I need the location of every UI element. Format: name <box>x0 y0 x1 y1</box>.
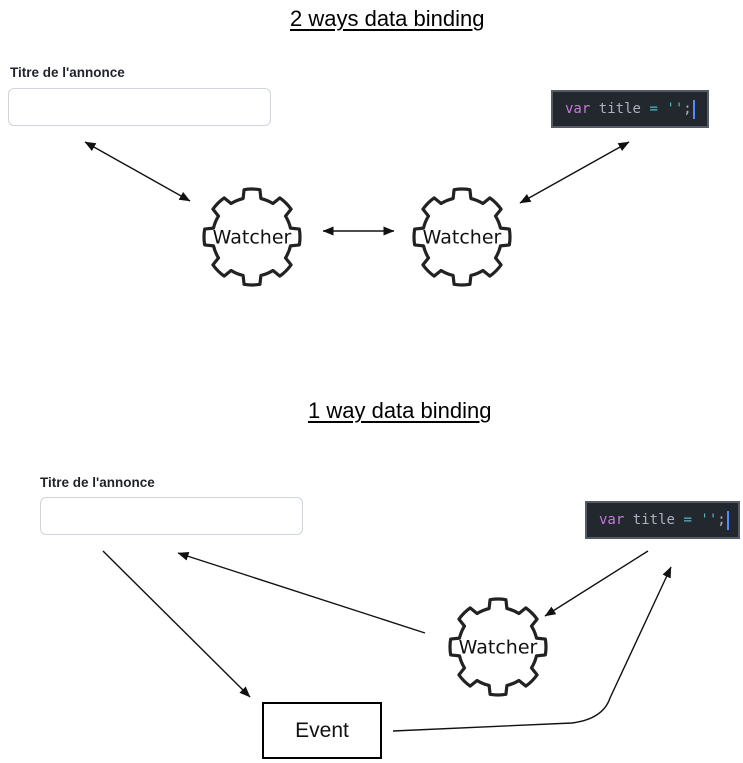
code-string: '' <box>700 512 718 528</box>
watcher-gear-left-icon: Watcher <box>202 187 302 287</box>
code-semicolon: ; <box>717 512 726 528</box>
code-semicolon: ; <box>683 101 692 117</box>
arrow-code-to-watcher <box>544 550 649 617</box>
watcher-gear-bottom-icon: Watcher <box>448 597 548 697</box>
section-title-one-way: 1 way data binding <box>308 398 492 423</box>
section-title-two-way: 2 ways data binding <box>290 6 485 31</box>
arrow-watcherright-code-bidirectional <box>519 141 630 204</box>
code-snippet-two-way: var title = '' ; <box>551 90 709 128</box>
watcher-label-right: Watcher <box>423 227 502 249</box>
code-keyword: var <box>565 101 591 117</box>
arrow-input-watcherleft-bidirectional <box>84 141 191 202</box>
event-box: Event <box>262 702 382 759</box>
input-label-two-way: Titre de l'annonce <box>10 65 125 80</box>
input-label-one-way: Titre de l'annonce <box>40 475 155 490</box>
code-variable: title <box>598 101 641 117</box>
watcher-gear-right-icon: Watcher <box>412 187 512 287</box>
text-cursor-icon <box>726 510 730 530</box>
text-cursor-icon <box>692 99 696 119</box>
arrow-input-to-event <box>102 550 251 698</box>
gear-outline <box>202 187 302 287</box>
code-operator: = <box>649 101 658 117</box>
code-snippet-one-way: var title = '' ; <box>585 501 740 539</box>
gear-outline <box>412 187 512 287</box>
arrow-watcher-to-input <box>177 551 426 634</box>
event-label: Event <box>295 718 349 742</box>
title-input-one-way[interactable] <box>40 497 303 535</box>
watcher-label-bottom: Watcher <box>459 637 538 659</box>
watcher-label-left: Watcher <box>213 227 292 249</box>
code-string: '' <box>666 101 684 117</box>
code-variable: title <box>632 512 675 528</box>
code-keyword: var <box>599 512 625 528</box>
title-input-two-way[interactable] <box>8 88 271 126</box>
code-operator: = <box>683 512 692 528</box>
